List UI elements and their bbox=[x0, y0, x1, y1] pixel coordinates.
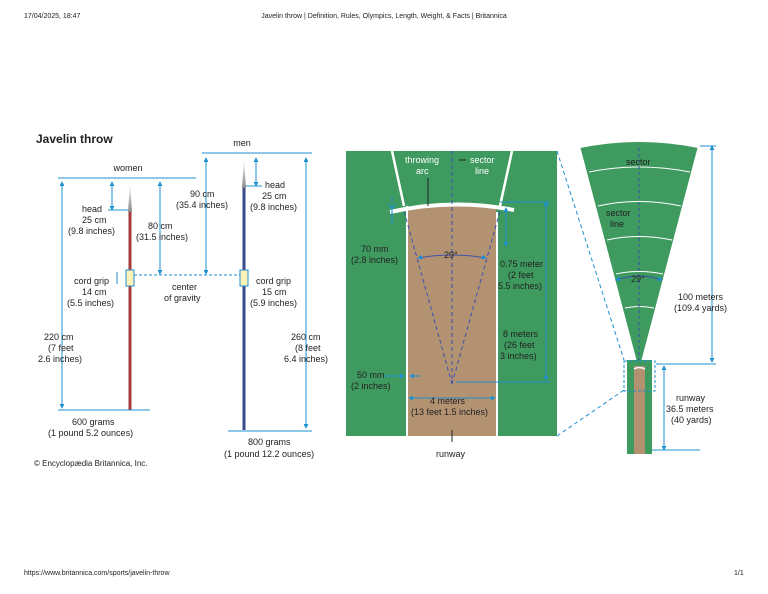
overview-angle-arc bbox=[615, 275, 663, 281]
detail-arc-width-mm: 70 mm bbox=[361, 244, 389, 254]
detail-arc-depth-feet: (2 feet bbox=[508, 270, 534, 280]
detail-sector-line-label-1: sector bbox=[470, 155, 495, 165]
overview-sector-line-label-1: sector bbox=[606, 208, 631, 218]
men-grip-cm: 15 cm bbox=[262, 287, 287, 297]
men-label: men bbox=[233, 138, 251, 148]
diagram-title: Javelin throw bbox=[36, 132, 113, 146]
men-length-feet: (8 feet bbox=[295, 343, 321, 353]
women-weight-grams: 600 grams bbox=[72, 417, 115, 427]
detail-radius-inches: 3 inches) bbox=[500, 351, 537, 361]
women-length-cm: 220 cm bbox=[44, 332, 74, 342]
men-javelin-tip bbox=[242, 158, 246, 188]
detail-radius-feet: (26 feet bbox=[504, 340, 535, 350]
men-grip-inches: (5.9 inches) bbox=[250, 298, 297, 308]
field-overview-panel: sector sector line 29° 100 meters (109.4… bbox=[579, 142, 727, 454]
women-grip-inches: (5.5 inches) bbox=[67, 298, 114, 308]
men-weight-pounds: (1 pound 12.2 ounces) bbox=[224, 449, 314, 459]
women-weight-pounds: (1 pound 5.2 ounces) bbox=[48, 428, 133, 438]
detail-arc-depth-m: 0.75 meter bbox=[500, 259, 543, 269]
women-javelin-group: women head 25 cm (9.8 inches) 80 cm (31.… bbox=[38, 163, 196, 438]
women-grip-cm: 14 cm bbox=[82, 287, 107, 297]
men-grip-distance-cm: 90 cm bbox=[190, 189, 215, 199]
detail-arc-depth-inches: 5.5 inches) bbox=[498, 281, 542, 291]
men-grip-distance-inches: (35.4 inches) bbox=[176, 200, 228, 210]
print-page-number: 1/1 bbox=[734, 570, 744, 577]
detail-angle-arc bbox=[417, 254, 487, 260]
overview-sector-length-yards: (109.4 yards) bbox=[674, 303, 727, 313]
overview-sector-line-left bbox=[579, 147, 637, 361]
print-url[interactable]: https://www.britannica.com/sports/javeli… bbox=[24, 570, 170, 577]
overview-sector-line-label-2: line bbox=[610, 219, 624, 229]
center-of-gravity-label-2: of gravity bbox=[164, 293, 201, 303]
men-length-inches: 6.4 inches) bbox=[284, 354, 328, 364]
overview-angle: 29° bbox=[631, 274, 645, 284]
detail-arc-width-arrow bbox=[387, 203, 397, 210]
overview-sector-line-right bbox=[641, 147, 699, 361]
detail-radial-line-left bbox=[403, 210, 453, 385]
detail-angle: 29° bbox=[444, 250, 458, 260]
detail-sector-line-right bbox=[498, 150, 514, 207]
women-head-label: head bbox=[82, 204, 102, 214]
detail-line-width-mm: 50 mm bbox=[357, 370, 385, 380]
women-grip-label: cord grip bbox=[74, 276, 109, 286]
men-javelin-group: men 90 cm (35.4 inches) head 25 cm (9.8 … bbox=[176, 138, 328, 459]
overview-sector-label: sector bbox=[626, 157, 651, 167]
detail-arc-width-inches: (2.8 inches) bbox=[351, 255, 398, 265]
overview-arc-2 bbox=[597, 201, 682, 207]
detail-runway-width-m: 4 meters bbox=[430, 396, 466, 406]
overview-runway-yards: (40 yards) bbox=[671, 415, 712, 425]
women-cord-grip bbox=[125, 269, 135, 287]
print-datetime: 17/04/2025, 18:47 bbox=[24, 13, 81, 20]
detail-sector-line-label-2: line bbox=[475, 166, 489, 176]
detail-radius-m: 8 meters bbox=[503, 329, 539, 339]
overview-zoom-box bbox=[623, 360, 656, 392]
zoom-connector-top bbox=[556, 150, 625, 361]
runway-detail-panel: 29° throwing arc sector line 70 mm (2.8 … bbox=[346, 150, 557, 459]
detail-radial-line-right bbox=[451, 210, 501, 385]
women-label: women bbox=[112, 163, 142, 173]
detail-arc-label-1: throwing bbox=[405, 155, 439, 165]
overview-arc-4 bbox=[615, 271, 664, 275]
men-head-cm: 25 cm bbox=[262, 191, 287, 201]
men-grip-label: cord grip bbox=[256, 276, 291, 286]
women-head-cm: 25 cm bbox=[82, 215, 107, 225]
men-head-inches: (9.8 inches) bbox=[250, 202, 297, 212]
men-cord-grip bbox=[239, 269, 249, 287]
women-javelin-tip bbox=[128, 182, 132, 212]
detail-arc-label-2: arc bbox=[416, 166, 429, 176]
overview-runway-m: 36.5 meters bbox=[666, 404, 714, 414]
overview-throwing-arc bbox=[633, 366, 646, 370]
detail-runway-label: runway bbox=[436, 449, 466, 459]
women-grip-distance-cm: 80 cm bbox=[148, 221, 173, 231]
overview-arc-3 bbox=[606, 236, 673, 241]
women-head-inches: (9.8 inches) bbox=[68, 226, 115, 236]
overview-runway-label: runway bbox=[676, 393, 706, 403]
detail-runway-width-feet: (13 feet 1.5 inches) bbox=[411, 407, 488, 417]
copyright: © Encyclopædia Britannica, Inc. bbox=[34, 459, 148, 468]
men-length-cm: 260 cm bbox=[291, 332, 321, 342]
print-page-title: Javelin throw | Definition, Rules, Olymp… bbox=[261, 13, 507, 20]
detail-line-width-inches: (2 inches) bbox=[351, 381, 391, 391]
zoom-connector-bottom bbox=[556, 389, 625, 437]
overview-runway-surface bbox=[634, 366, 645, 454]
men-head-label: head bbox=[265, 180, 285, 190]
detail-throwing-arc bbox=[389, 202, 515, 214]
detail-sector-line-left bbox=[390, 150, 406, 207]
center-of-gravity-label-1: center bbox=[172, 282, 197, 292]
women-length-feet: (7 feet bbox=[48, 343, 74, 353]
overview-sector-length-m: 100 meters bbox=[678, 292, 724, 302]
women-length-inches: 2.6 inches) bbox=[38, 354, 82, 364]
men-weight-grams: 800 grams bbox=[248, 437, 291, 447]
women-grip-distance-inches: (31.5 inches) bbox=[136, 232, 188, 242]
